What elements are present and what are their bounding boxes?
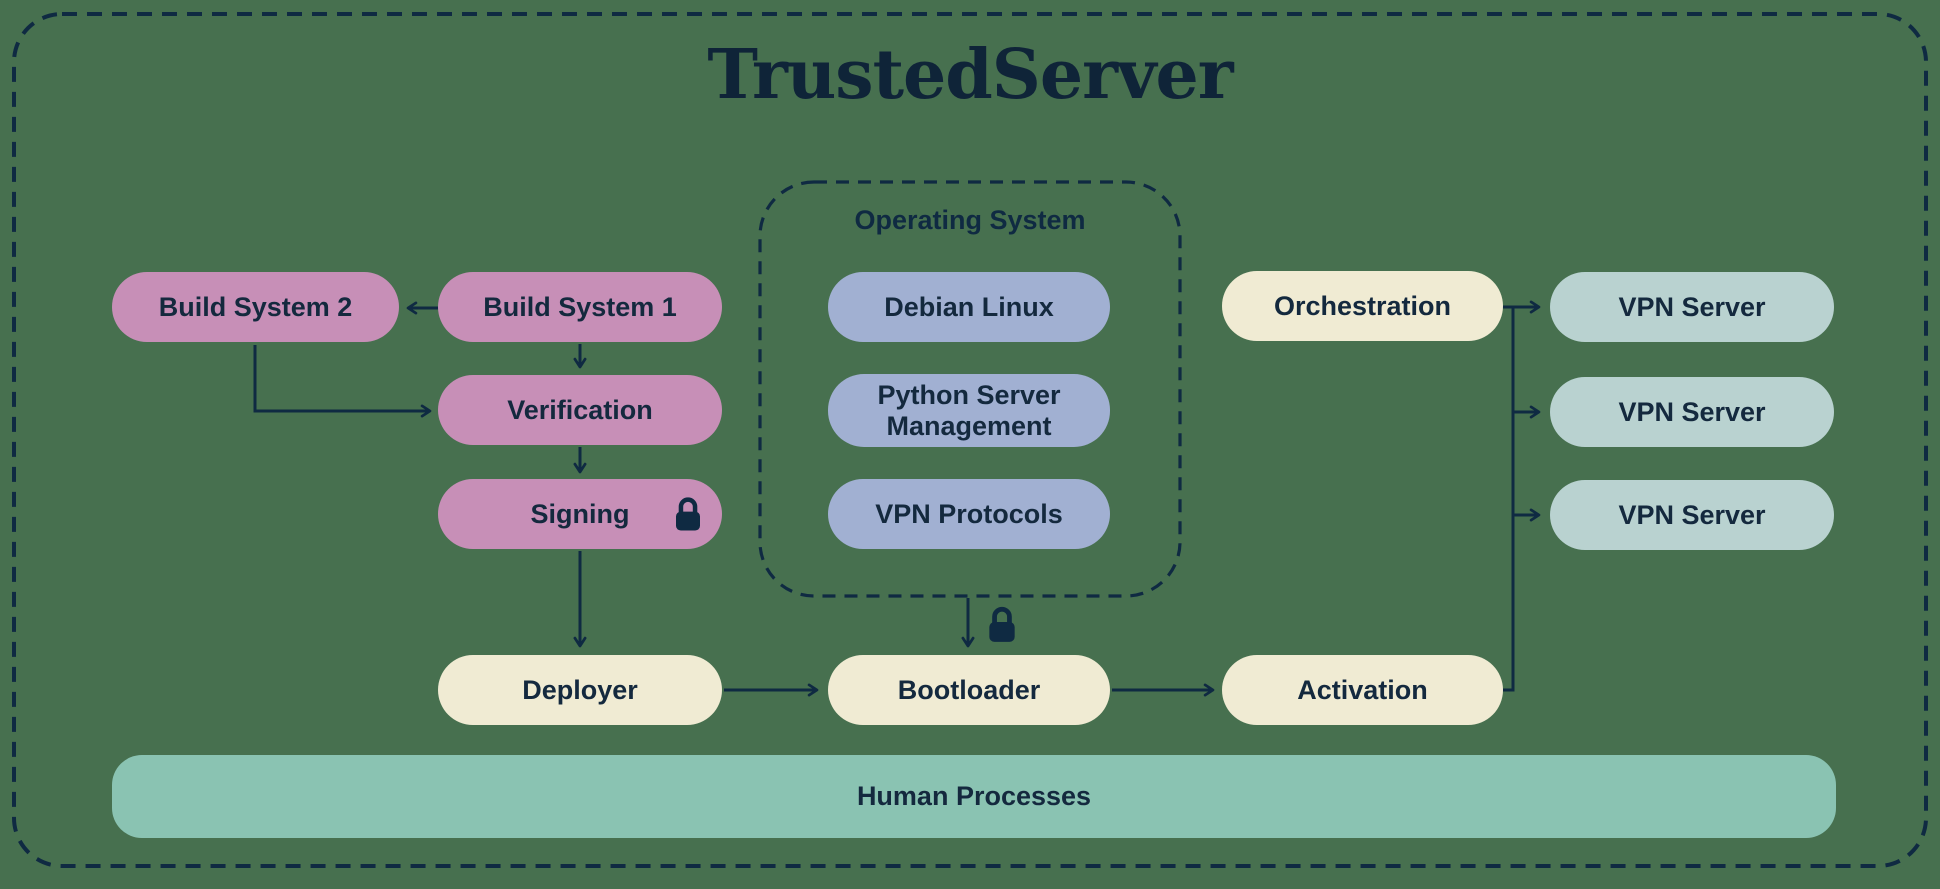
node-label: Build System 2	[158, 291, 353, 322]
node-label: Signing	[530, 498, 630, 529]
node-label: Debian Linux	[884, 291, 1054, 322]
node-label: Build System 1	[483, 291, 677, 322]
node-vpn-server-1: VPN Server	[1550, 272, 1834, 342]
node-build-system-2: Build System 2	[112, 272, 399, 342]
node-label: VPN Server	[1618, 291, 1766, 322]
lock-icon	[670, 495, 706, 534]
lock-icon	[983, 603, 1021, 646]
node-deployer: Deployer	[438, 655, 722, 725]
outer-dashed-border	[12, 12, 1928, 868]
node-label: Bootloader	[897, 674, 1041, 705]
node-python-server-management: Python Server Management	[828, 374, 1110, 447]
diagram-title: TrustedServer	[707, 35, 1233, 115]
human-processes-bar: Human Processes	[112, 755, 1836, 838]
node-vpn-server-3: VPN Server	[1550, 480, 1834, 550]
node-vpn-server-2: VPN Server	[1550, 377, 1834, 447]
node-verification: Verification	[438, 375, 722, 445]
node-label: Orchestration	[1273, 290, 1452, 321]
os-group-label: Operating System	[854, 205, 1086, 235]
node-label: Human Processes	[856, 781, 1092, 812]
node-bootloader: Bootloader	[828, 655, 1110, 725]
node-label: Verification	[507, 394, 653, 425]
os-group-dashed-border	[758, 180, 1182, 598]
node-label: VPN Server	[1618, 499, 1766, 530]
node-signing: Signing	[438, 479, 722, 549]
node-activation: Activation	[1222, 655, 1503, 725]
node-build-system-1: Build System 1	[438, 272, 722, 342]
node-label: VPN Protocols	[875, 498, 1063, 529]
node-label: VPN Server	[1618, 396, 1766, 427]
node-orchestration: Orchestration	[1222, 271, 1503, 341]
node-label: Deployer	[522, 674, 638, 705]
connector-activation-trunk	[1503, 307, 1515, 692]
node-label: Activation	[1297, 674, 1428, 705]
node-label: Python Server Management	[877, 380, 1061, 441]
node-debian-linux: Debian Linux	[828, 272, 1110, 342]
node-vpn-protocols: VPN Protocols	[828, 479, 1110, 549]
arrow-bs2-to-verification	[253, 345, 432, 418]
